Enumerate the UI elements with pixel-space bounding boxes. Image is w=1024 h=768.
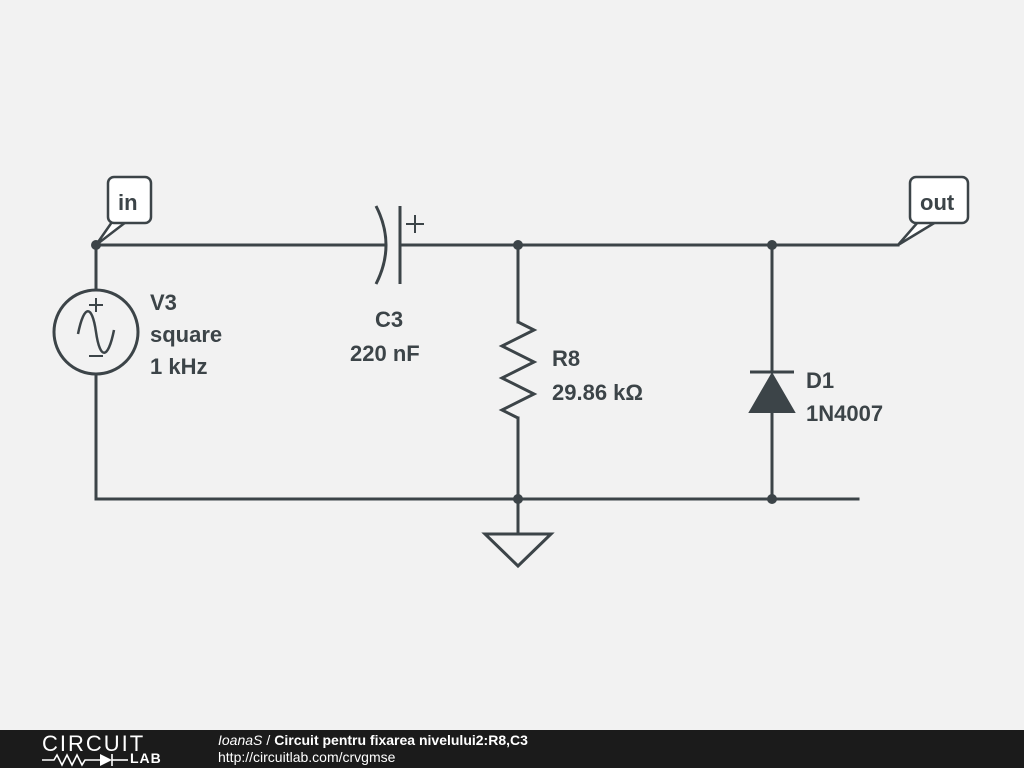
d1-ref-label: D1 [806,368,834,393]
capacitor-curved-plate [374,205,388,285]
voltage-source-v3[interactable]: V3 square 1 kHz [52,288,222,379]
resistor-zigzag [498,320,538,420]
port-in[interactable]: in [94,175,153,246]
c3-value-label: 220 nF [350,341,420,366]
ground-symbol [481,532,555,569]
port-in-pointer [94,220,130,246]
logo-text-lab: LAB [130,750,162,766]
footer-bar: CIRCUIT LAB IoanaS/Circuit pentru fixare… [0,730,1024,768]
port-out-pointer [897,220,941,247]
v3-ref-label: V3 [150,290,177,315]
v3-type-label: square [150,322,222,347]
capacitor-plus-icon [406,215,424,233]
circuit-url[interactable]: http://circuitlab.com/crvgmse [218,749,396,765]
port-out-label: out [920,190,955,215]
circuit-title[interactable]: Circuit pentru fixarea nivelului2:R8,C3 [274,732,528,748]
port-out-box [908,175,970,225]
junction-r8-bottom [513,494,523,504]
port-in-box [106,175,153,225]
port-in-label: in [118,190,138,215]
r8-ref-label: R8 [552,346,580,371]
meta-separator: / [266,732,271,748]
diode-d1[interactable]: D1 1N4007 [748,368,883,426]
resistor-r8[interactable]: R8 29.86 kΩ [498,320,643,420]
circuit-meta: IoanaS/Circuit pentru fixarea nivelului2… [218,732,528,766]
r8-value-label: 29.86 kΩ [552,380,643,405]
capacitor-c3[interactable]: C3 220 nF [350,205,424,366]
sine-wave-icon [76,310,116,354]
junction-d1-bottom [767,494,777,504]
circuit-schematic: in out V3 square 1 kHz C3 220 nF R8 29.8 [52,175,970,569]
logo-text-circuit: CIRCUIT [42,731,146,756]
c3-ref-label: C3 [375,307,403,332]
author-link[interactable]: IoanaS [218,732,263,748]
source-circle [52,288,140,376]
circuitlab-logo[interactable]: CIRCUIT LAB [40,731,180,767]
junction-r8-top [513,240,523,250]
wires [94,243,900,536]
plus-icon [89,298,103,312]
v3-freq-label: 1 kHz [150,354,207,379]
junction-d1-top [767,240,777,250]
port-out[interactable]: out [897,175,970,247]
d1-part-label: 1N4007 [806,401,883,426]
logo-resistor-diode-icon [42,753,128,767]
diode-triangle-icon [748,372,796,413]
